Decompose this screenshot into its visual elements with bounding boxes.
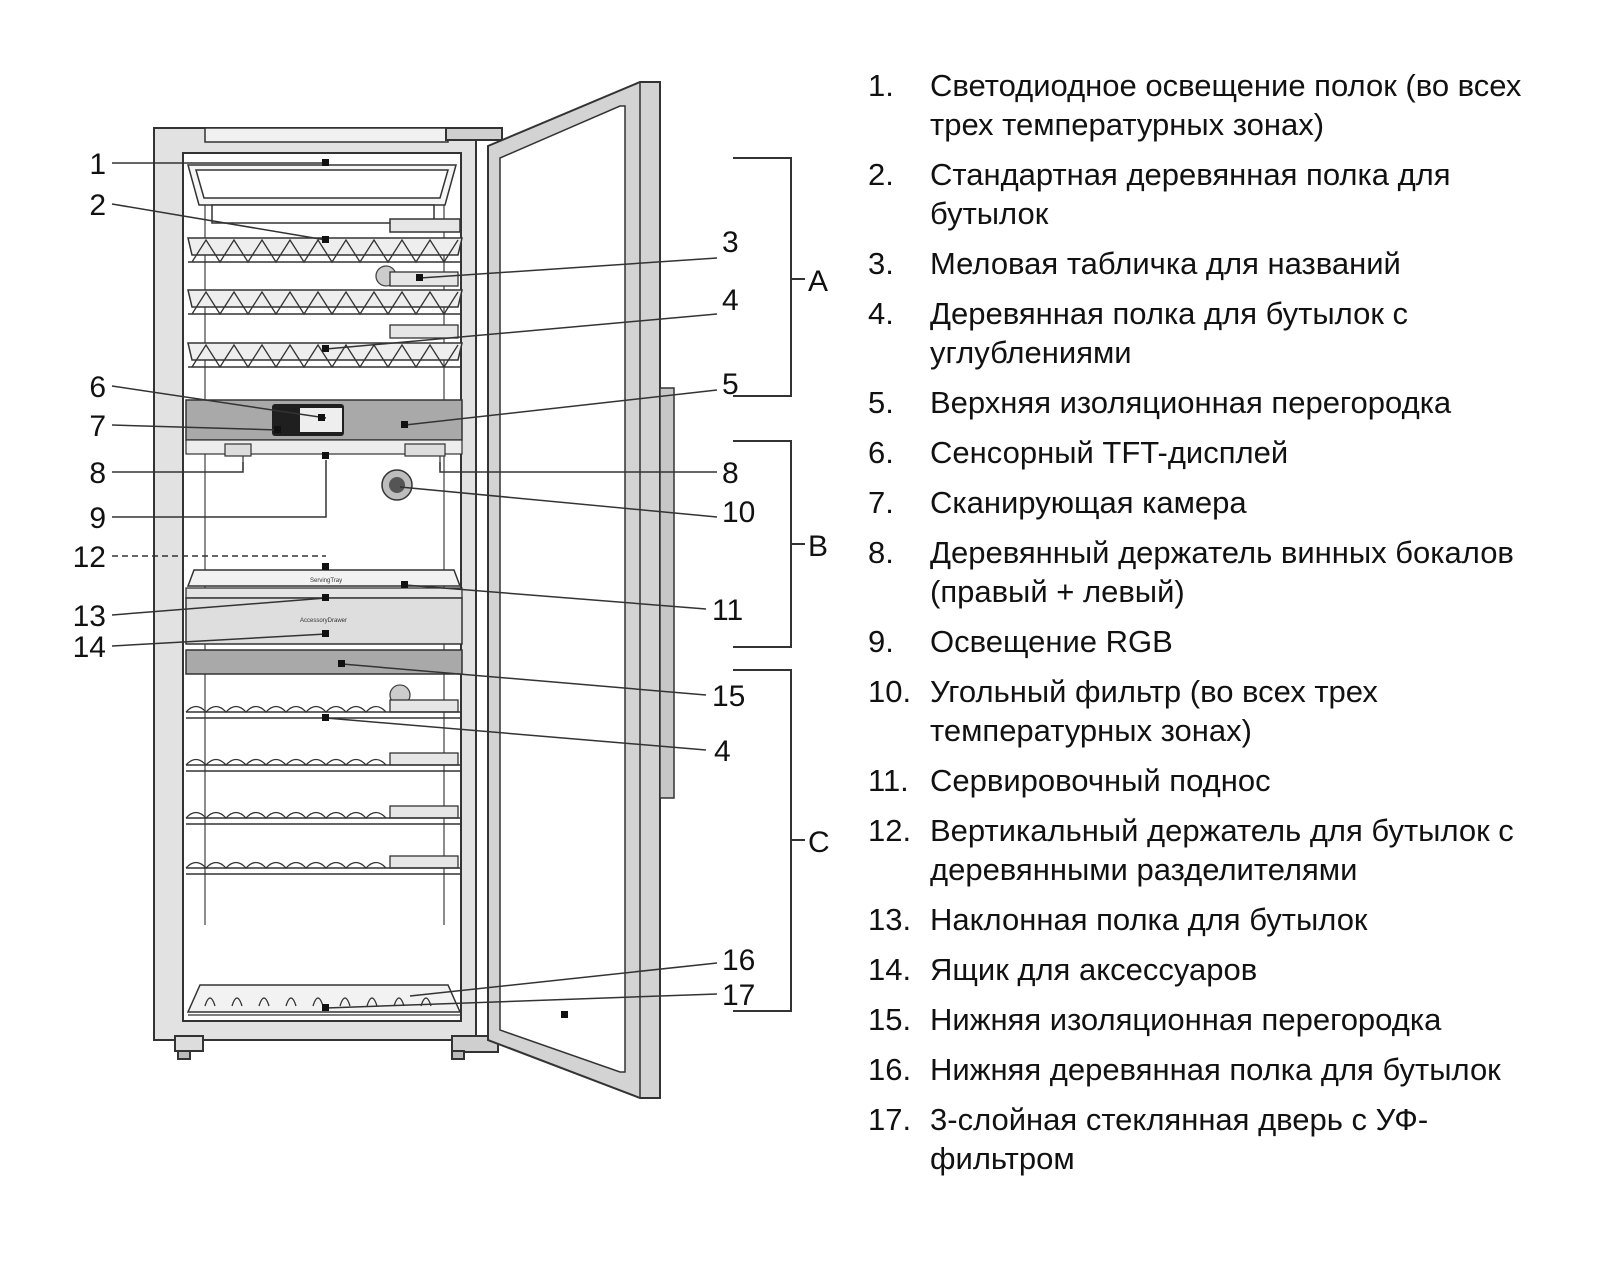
charcoal-filter: [381, 469, 413, 501]
legend-number: 13.: [868, 902, 912, 937]
legend-text: Стандартная деревянная полка для бутылок: [930, 157, 1451, 231]
legend-text: Нижняя изоляционная перегородка: [930, 1002, 1442, 1037]
legend-text: Деревянная полка для бутылок с углублени…: [930, 296, 1409, 370]
wood-shelf: [187, 289, 463, 339]
callout-16: 16: [722, 944, 755, 977]
callout-1: 1: [89, 148, 106, 181]
callout-11: 11: [712, 594, 743, 627]
glass-holder-left: [224, 443, 252, 470]
callout-15: 15: [712, 680, 745, 713]
callout-6: 6: [89, 371, 106, 404]
legend-number: 4.: [868, 296, 894, 331]
legend-item: 13. Наклонная полка для бутылок: [868, 900, 1568, 939]
legend-item: 1. Светодиодное освещение полок (во всех …: [868, 66, 1568, 144]
zone-brackets: [733, 157, 805, 1012]
legend-text: 3-слойная стеклянная дверь с УФ-фильтром: [930, 1102, 1429, 1176]
callout-3: 3: [722, 226, 739, 259]
legend-item: 12. Вертикальный держатель для бутылок с …: [868, 811, 1568, 889]
legend-text: Наклонная полка для бутылок: [930, 902, 1368, 937]
legend-item: 17. 3-слойная стеклянная дверь с УФ-фильт…: [868, 1100, 1568, 1178]
legend-number: 9.: [868, 624, 894, 659]
legend-item: 15. Нижняя изоляционная перегородка: [868, 1000, 1568, 1039]
legend-text: Ящик для аксессуаров: [930, 952, 1258, 987]
legend-number: 15.: [868, 1002, 912, 1037]
lower-partition: [185, 649, 463, 675]
callout-17: 17: [722, 979, 755, 1012]
legend-item: 5. Верхняя изоляционная перегородка: [868, 383, 1568, 422]
legend-number: 6.: [868, 435, 894, 470]
legend-number: 17.: [868, 1102, 912, 1137]
legend-text: Верхняя изоляционная перегородка: [930, 385, 1452, 420]
legend-text: Деревянный держатель винных бокалов (пра…: [930, 535, 1514, 609]
recessed-shelf: [185, 855, 462, 875]
legend-item: 4. Деревянная полка для бутылок с углубле…: [868, 294, 1568, 372]
wood-shelf: [187, 237, 463, 287]
legend-item: 6. Сенсорный TFT-дисплей: [868, 433, 1568, 472]
legend-text: Сервировочный поднос: [930, 763, 1271, 798]
recessed-shelf: [185, 805, 462, 825]
callout-13: 13: [73, 600, 106, 633]
legend-item: 7. Сканирующая камера: [868, 483, 1568, 522]
callout-7: 7: [89, 410, 106, 443]
legend-text: Сенсорный TFT-дисплей: [930, 435, 1289, 470]
callout-9: 9: [89, 502, 106, 535]
callout-12: 12: [73, 541, 106, 574]
callout-10: 10: [722, 496, 755, 529]
recessed-shelf: [185, 752, 462, 772]
zone-label-a: A: [808, 265, 828, 298]
legend-number: 8.: [868, 535, 894, 570]
legend-text: Освещение RGB: [930, 624, 1173, 659]
callout-numbers: 1 2 3 4 5 6 7 8 8 9 10 12 11 13 14 15 4 …: [73, 148, 756, 1012]
zone-label-b: B: [808, 530, 828, 563]
callout-14: 14: [73, 631, 106, 664]
legend-number: 3.: [868, 246, 894, 281]
legend-item: 10. Угольный фильтр (во всех трех темпера…: [868, 672, 1568, 750]
legend-number: 14.: [868, 952, 912, 987]
legend-item: 16. Нижняя деревянная полка для бутылок: [868, 1050, 1568, 1089]
legend-number: 7.: [868, 485, 894, 520]
legend-item: 9. Освещение RGB: [868, 622, 1568, 661]
callout-8-left: 8: [89, 457, 106, 490]
legend-number: 10.: [868, 674, 912, 709]
legend-number: 5.: [868, 385, 894, 420]
top-light-housing: [187, 164, 461, 233]
legend-text: Сканирующая камера: [930, 485, 1247, 520]
legend-number: 16.: [868, 1052, 912, 1087]
legend-item: 8. Деревянный держатель винных бокалов (п…: [868, 533, 1568, 611]
glass-holder-right: [404, 443, 446, 470]
callout-2: 2: [89, 189, 106, 222]
callout-5: 5: [722, 368, 739, 401]
legend-text: Вертикальный держатель для бутылок с дер…: [930, 813, 1514, 887]
legend-text: Угольный фильтр (во всех трех температур…: [930, 674, 1378, 748]
accessory-drawer-label: AccessoryDrawer: [300, 618, 347, 624]
legend-item: 3. Меловая табличка для названий: [868, 244, 1568, 283]
glass-door: [487, 81, 675, 1099]
legend-number: 12.: [868, 813, 912, 848]
recessed-shelf: [185, 684, 462, 719]
side-rails: [204, 190, 445, 925]
zone-c-shelves: [185, 684, 462, 875]
callout-8-right: 8: [722, 457, 739, 490]
wood-shelf: [187, 342, 463, 369]
legend-text: Светодиодное освещение полок (во всех тр…: [930, 68, 1522, 142]
zone-label-c: C: [808, 826, 830, 859]
zone-a-wood-shelves: [187, 237, 463, 369]
legend-number: 2.: [868, 157, 894, 192]
legend-text: Нижняя деревянная полка для бутылок: [930, 1052, 1501, 1087]
legend-list: 1. Светодиодное освещение полок (во всех …: [868, 66, 1568, 1178]
legend-item: 2. Стандартная деревянная полка для бутыл…: [868, 155, 1568, 233]
legend-text: Меловая табличка для названий: [930, 246, 1401, 281]
marker-dots: [274, 159, 568, 1018]
legend-number: 1.: [868, 68, 894, 103]
leader-lines: [111, 162, 718, 1009]
legend-item: 14. Ящик для аксессуаров: [868, 950, 1568, 989]
legend-item: 11. Сервировочный поднос: [868, 761, 1568, 800]
serving-tray-label: ServingTray: [310, 578, 342, 584]
callout-4-upper: 4: [722, 284, 739, 317]
legend-number: 11.: [868, 763, 909, 798]
serving-tray: ServingTray: [186, 569, 462, 587]
callout-4-lower: 4: [714, 735, 731, 768]
